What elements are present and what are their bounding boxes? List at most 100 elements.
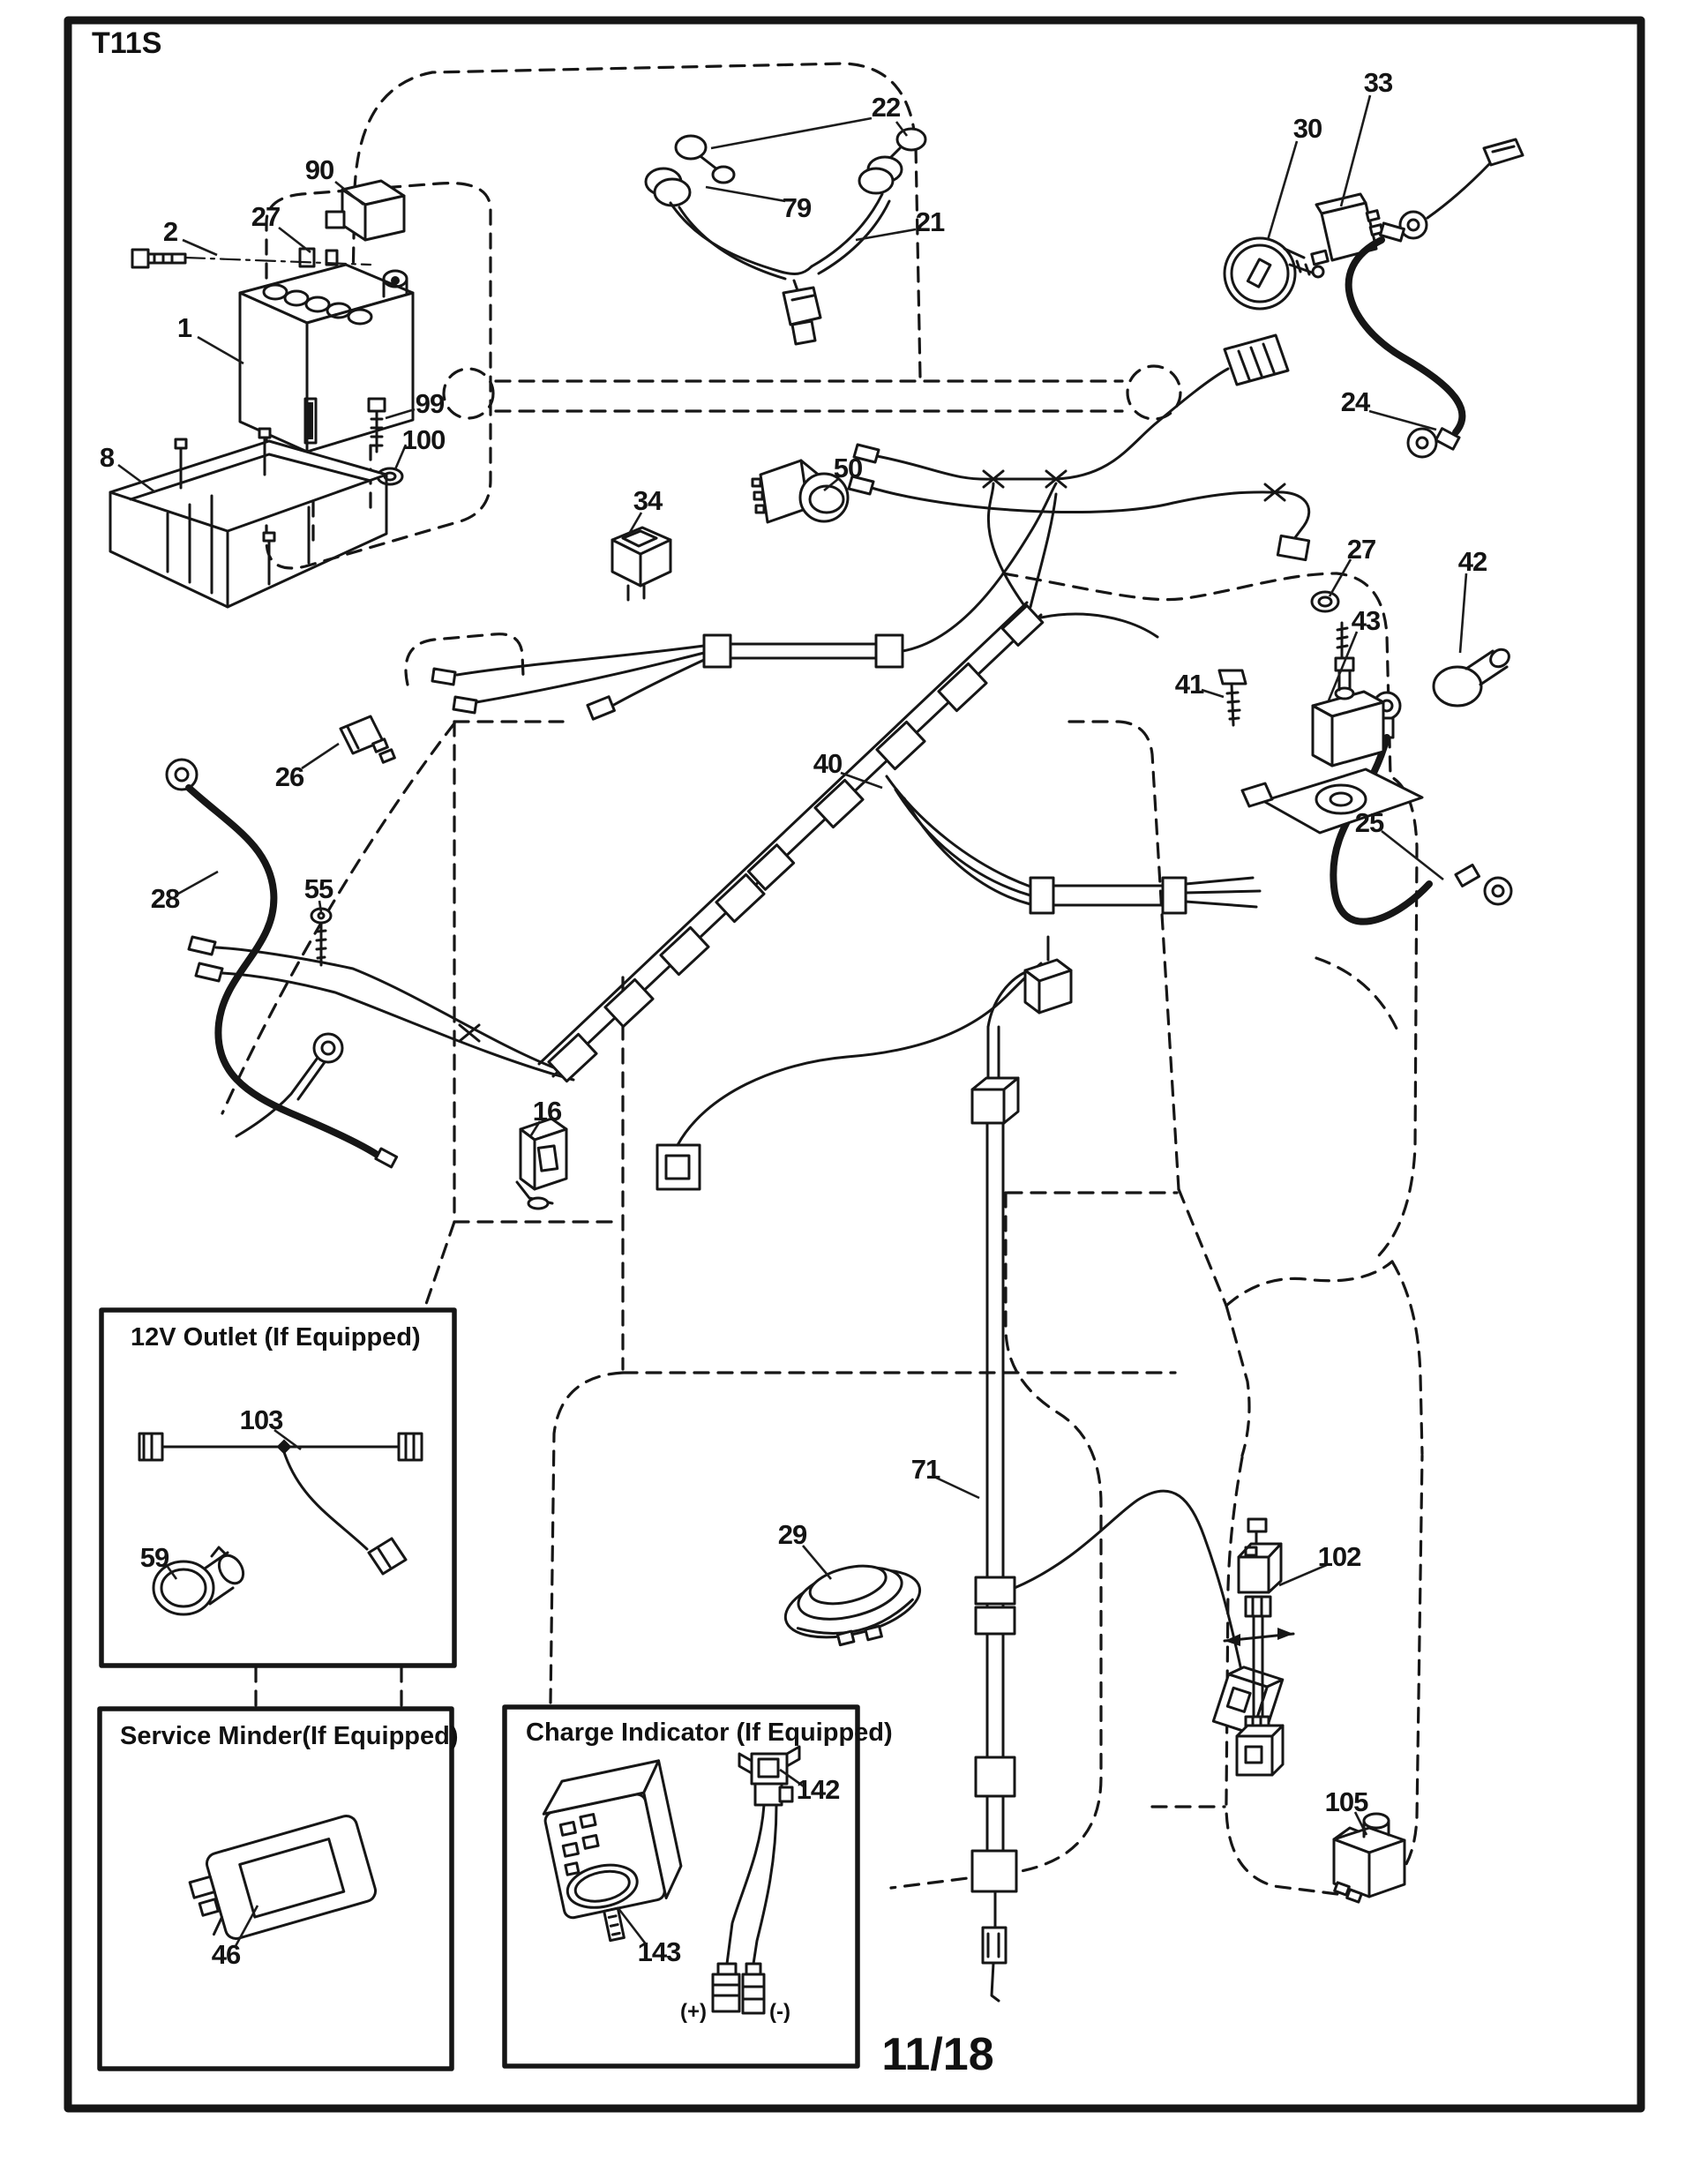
callout-71: 71 (910, 1454, 940, 1485)
plunger-switch-16 (515, 1117, 568, 1210)
leader-line-27 (278, 226, 311, 254)
negative-terminal-label: (-) (769, 2000, 790, 2024)
leader-line-143 (616, 1906, 648, 1946)
leader-line-105 (1353, 1811, 1368, 1836)
inset-title-service-minder: Service Minder(If Equipped) (120, 1722, 459, 1750)
leader-line-40 (840, 771, 883, 790)
callout-90: 90 (304, 154, 334, 185)
leader-line-43 (1327, 631, 1359, 701)
leader-line-25 (1381, 829, 1444, 881)
inline-fuse-assembly (431, 482, 1058, 721)
leader-line-30 (1266, 140, 1299, 241)
hour-meter-50 (751, 459, 850, 524)
inset-box-service-minder (97, 1706, 454, 2071)
callout-105: 105 (1324, 1786, 1369, 1817)
page-number: 11/18 (881, 2029, 994, 2080)
leader-line-90 (334, 180, 364, 206)
positive-terminal-label: (+) (680, 2000, 707, 2024)
leader-line-99 (385, 408, 416, 420)
callout-26: 26 (274, 761, 304, 792)
diagram-code: T11S (92, 26, 162, 60)
ignition-switch (1223, 236, 1325, 311)
callout-21: 21 (915, 206, 945, 237)
headlight-harness (644, 127, 927, 346)
callout-102: 102 (1317, 1541, 1362, 1572)
inset-box-charge-indicator (502, 1704, 860, 2069)
callout-33: 33 (1363, 67, 1393, 98)
ground-cable-28 (165, 758, 399, 1169)
inset-box-12v-outlet (99, 1307, 457, 1668)
callout-99: 99 (415, 388, 445, 419)
callout-143: 143 (637, 1936, 682, 1967)
battery (131, 247, 415, 549)
callout-142: 142 (796, 1774, 841, 1805)
callout-46: 46 (211, 1939, 241, 1970)
rocker-switch-34 (611, 526, 672, 602)
screw-ring-55 (235, 907, 344, 1138)
callout-8: 8 (99, 442, 115, 473)
seat-switch-connector (655, 962, 1043, 1191)
solenoid-105 (1332, 1812, 1406, 1904)
callout-30: 30 (1292, 113, 1322, 144)
leader-line-2 (182, 238, 218, 257)
fuse-26 (339, 715, 396, 764)
callout-1: 1 (176, 312, 192, 343)
leader-line-34 (627, 512, 643, 535)
callout-25: 25 (1354, 807, 1384, 838)
leader-line-22 (710, 116, 873, 150)
leader-line-8 (117, 463, 156, 494)
callout-28: 28 (150, 883, 180, 914)
callout-41: 41 (1174, 669, 1204, 700)
page-border (64, 16, 1645, 2113)
leader-line-29 (802, 1545, 832, 1580)
extension-harness-102 (1223, 1517, 1295, 1777)
leader-line-50 (823, 477, 839, 492)
leader-line-59 (166, 1566, 178, 1580)
callout-29: 29 (777, 1519, 807, 1550)
callout-50: 50 (833, 453, 863, 483)
harness-71 (970, 935, 1285, 2003)
mounting-bolt-41 (1217, 669, 1247, 727)
terminal-boot-42 (1432, 648, 1510, 708)
leader-line-28 (177, 870, 219, 895)
battery-tray (109, 427, 388, 609)
inset-title-12v-outlet: 12V Outlet (If Equipped) (131, 1323, 421, 1352)
lower-left-wires (187, 935, 575, 1082)
battery-cable-24 (1345, 138, 1524, 459)
callout-34: 34 (633, 485, 663, 516)
callout-42: 42 (1457, 546, 1487, 577)
callout-103: 103 (239, 1404, 284, 1435)
leader-line-42 (1458, 573, 1468, 654)
starter-solenoid (1240, 590, 1424, 835)
callout-27: 27 (251, 201, 281, 232)
inset-title-charge-indicator: Charge Indicator (If Equipped) (526, 1718, 893, 1747)
leader-line-27 (1328, 558, 1352, 597)
leader-line-55 (318, 900, 323, 913)
leader-line-71 (935, 1476, 980, 1500)
callout-22: 22 (871, 92, 901, 123)
leader-line-26 (301, 742, 340, 770)
leader-line-100 (393, 444, 408, 470)
leader-line-33 (1339, 94, 1372, 207)
leader-line-22 (895, 121, 909, 137)
callout-16: 16 (532, 1096, 562, 1127)
callout-24: 24 (1340, 386, 1370, 417)
junction-x-marks (458, 469, 1286, 1043)
leader-line-24 (1368, 409, 1437, 431)
leader-line-16 (529, 1120, 542, 1136)
leader-line-79 (705, 185, 786, 203)
callout-27: 27 (1346, 534, 1376, 565)
callout-2: 2 (162, 216, 178, 247)
callout-40: 40 (813, 748, 843, 779)
leader-line-41 (1201, 688, 1225, 699)
chassis-dashed-outlines (221, 62, 1424, 1897)
leader-line-103 (273, 1428, 302, 1451)
leader-line-102 (1278, 1562, 1330, 1587)
leader-line-142 (779, 1768, 805, 1788)
callout-43: 43 (1351, 605, 1381, 636)
bolt-99-washer-100 (367, 397, 404, 486)
